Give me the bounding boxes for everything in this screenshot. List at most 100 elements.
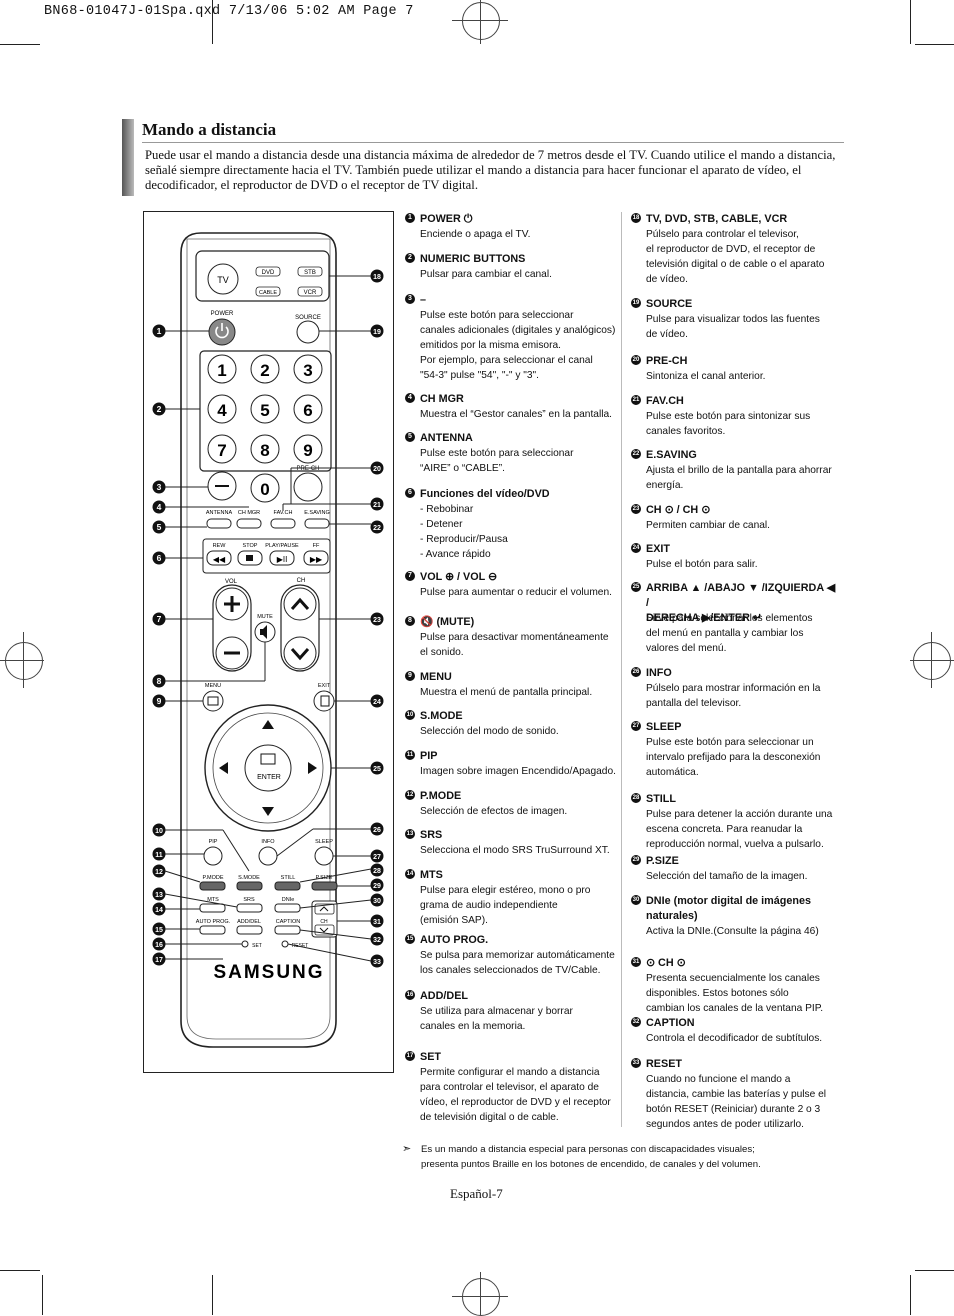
pmode-button [199, 881, 226, 891]
item-description: Ajusta el brillo de la pantalla para aho… [646, 465, 832, 491]
callout-16: 16 [152, 937, 166, 951]
svg-text:22: 22 [373, 525, 381, 532]
item-description: Selección de efectos de imagen. [420, 806, 568, 817]
playpause-label: PLAY/PAUSE [265, 543, 299, 549]
set-label: SET [252, 943, 262, 949]
item-description: Sirve para seleccionar los elementos del… [646, 613, 813, 654]
smode-button [236, 881, 263, 891]
item-description: Selección del tamaño de la imagen. [646, 871, 808, 882]
item-description: Pulse este botón para seleccionar “AIRE”… [420, 448, 574, 474]
item-number-badge: 10 [405, 710, 415, 720]
callout-31: 31 [370, 914, 384, 928]
item-description: - Rebobinar - Detener - Reproducir/Pausa… [420, 504, 508, 560]
item-title: CH MGR [420, 393, 464, 405]
ff-button [303, 550, 329, 566]
item-description: Se pulsa para memorizar automáticamente … [420, 950, 615, 976]
cable-mode-button [255, 286, 281, 297]
item-title: ⊙ CH ⊙ [646, 957, 686, 969]
svg-text:▶▶: ▶▶ [310, 555, 323, 564]
item-number-badge: 31 [631, 957, 641, 967]
exit-label: EXIT [318, 683, 331, 689]
section-rule [142, 142, 844, 143]
callout-25: 25 [370, 761, 384, 775]
item-number-badge: 23 [631, 504, 641, 514]
item-number-badge: 9 [405, 671, 415, 681]
smode-label: S.MODE [238, 875, 260, 881]
callout-13: 13 [152, 887, 166, 901]
callout-10: 10 [152, 823, 166, 837]
esaving-label: E.SAVING [304, 510, 330, 516]
item-title: NUMERIC BUTTONS [420, 253, 526, 265]
svg-text:7: 7 [157, 614, 162, 624]
callout-29: 29 [370, 878, 384, 892]
item-description: Pulse este botón para sintonizar sus can… [646, 411, 811, 437]
svg-text:20: 20 [373, 466, 381, 473]
reset-button [281, 940, 289, 948]
item-title: ARRIBA ▲ /ABAJO ▼ /IZQUIERDA ◀ / DERECHA… [646, 582, 836, 624]
item-number-badge: 17 [405, 1051, 415, 1061]
svg-text:26: 26 [373, 827, 381, 834]
item-title: SLEEP [646, 721, 682, 733]
intro-paragraph: Puede usar el mando a distancia desde un… [145, 148, 836, 192]
enter-button [244, 744, 292, 792]
item-description: Sintoniza el canal anterior. [646, 371, 766, 382]
item-number-badge: 20 [631, 355, 641, 365]
svg-text:◀◀: ◀◀ [213, 555, 226, 564]
svg-text:19: 19 [373, 329, 381, 336]
svg-text:16: 16 [155, 942, 163, 949]
dnie-button [274, 903, 301, 913]
pip-button [203, 846, 223, 866]
autoprog-button [199, 925, 226, 935]
chmgr-label: CH MGR [238, 510, 260, 516]
ch-label: CH [297, 578, 306, 584]
item-title: CAPTION [646, 1017, 695, 1029]
item-number-badge: 8 [405, 616, 415, 626]
callout-15: 15 [152, 922, 166, 936]
item-description: Activa la DNIe.(Consulte la página 46) [646, 926, 819, 937]
adddel-label: ADD/DEL [237, 919, 261, 925]
menu-button [202, 690, 224, 712]
callout-3: 3 [152, 480, 166, 494]
svg-text:4: 4 [157, 502, 162, 512]
digit-4: 4 [217, 401, 227, 420]
item-description: Pulse este botón para seleccionar canale… [420, 310, 616, 381]
callout-8: 8 [152, 674, 166, 688]
mts-label: MTS [207, 897, 219, 903]
item-description: Pulse para visualizar todos las fuentes … [646, 314, 820, 340]
callout-14: 14 [152, 902, 166, 916]
item-title: – [420, 294, 427, 306]
item-title: CH ⊙ / CH ⊙ [646, 504, 711, 516]
caption-button [274, 925, 301, 935]
item-title: S.MODE [420, 710, 463, 722]
item-title: EXIT [646, 543, 670, 555]
transport-panel [202, 538, 331, 574]
item-description: Púlselo para mostrar información en la p… [646, 683, 821, 709]
digit-0: 0 [260, 480, 269, 499]
callout-leader-lines [164, 275, 372, 962]
item-title: SOURCE [646, 298, 693, 310]
source-button [296, 320, 320, 344]
rew-label: REW [213, 543, 227, 549]
sleep-button [314, 846, 334, 866]
callout-20: 20 [370, 461, 384, 475]
item-number-badge: 29 [631, 855, 641, 865]
callout-26: 26 [370, 822, 384, 836]
svg-text:8: 8 [157, 676, 162, 686]
item-number-badge: 11 [405, 750, 415, 760]
item-number-badge: 28 [631, 793, 641, 803]
srs-button [236, 903, 263, 913]
item-title: RESET [646, 1058, 682, 1070]
item-title: E.SAVING [646, 449, 697, 461]
item-number-badge: 2 [405, 253, 415, 263]
psize-button [311, 881, 338, 891]
note-text: Es un mando a distancia especial para pe… [421, 1144, 761, 1170]
item-description: Cuando no funcione el mando a distancia,… [646, 1074, 827, 1130]
exit-button [313, 690, 335, 712]
print-file-header: BN68-01047J-01Spa.qxd 7/13/06 5:02 AM Pa… [44, 4, 414, 19]
item-description: Enciende o apaga el TV. [420, 229, 531, 240]
svg-text:18: 18 [373, 274, 381, 281]
still-button [274, 881, 301, 891]
svg-text:33: 33 [373, 959, 381, 966]
